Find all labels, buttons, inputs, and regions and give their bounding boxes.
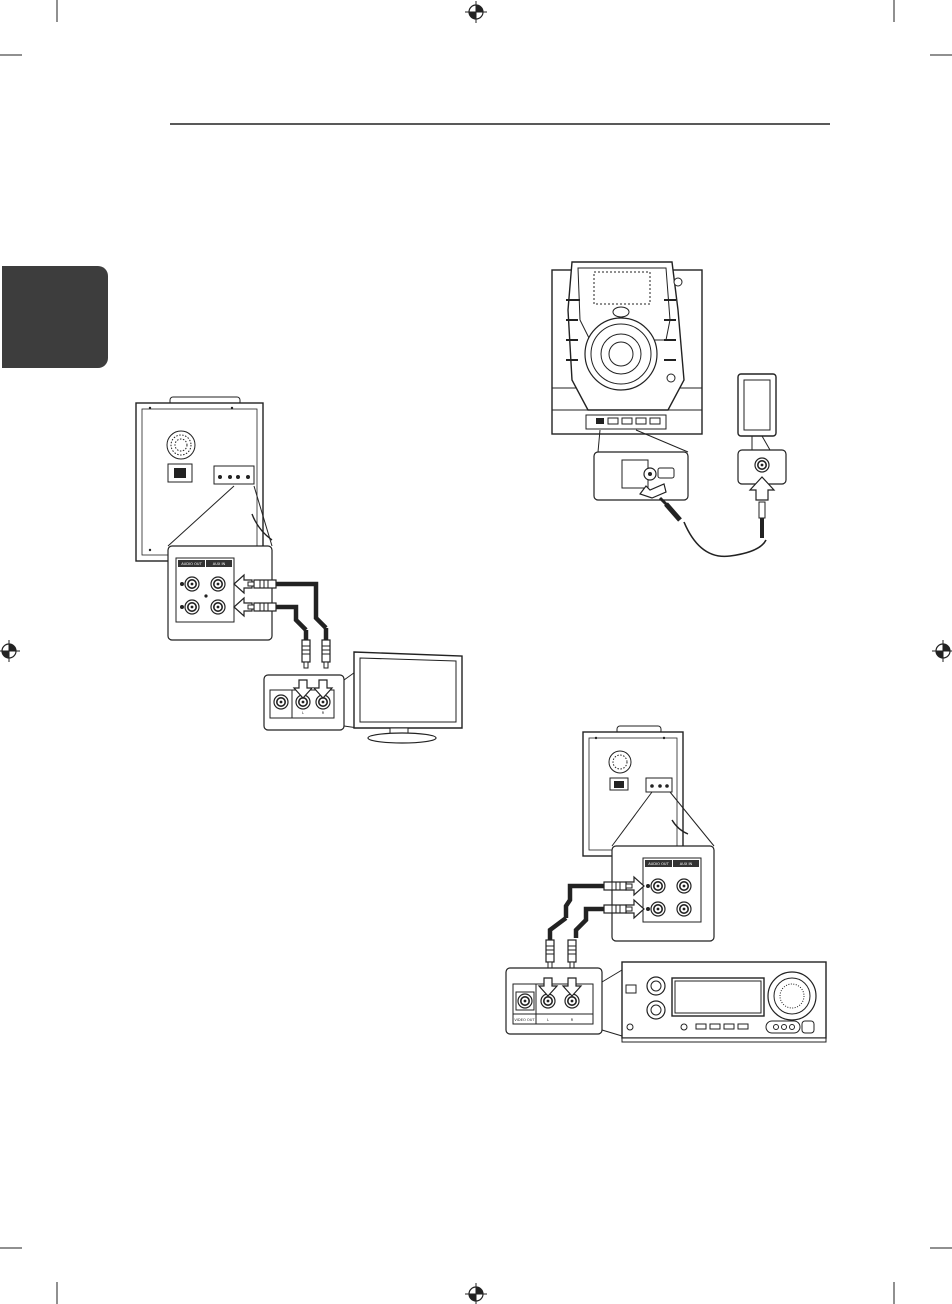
tv-fig-aux-in-label: AUX IN <box>213 562 226 566</box>
amp-jack-l-label: L <box>547 1018 549 1022</box>
tv-jack-l-label: L <box>302 711 304 715</box>
figure-amplifier-connection: AUDIO OUT AUX IN VIDEO OUT L R <box>506 726 826 1042</box>
registration-mark-bottom <box>465 1283 487 1304</box>
amp-fig-aux-in-label: AUX IN <box>680 862 693 866</box>
tv-fig-audio-out-label: AUDIO OUT <box>181 562 202 566</box>
registration-mark-right <box>932 640 952 662</box>
amp-video-out-label: VIDEO OUT <box>514 1018 535 1022</box>
registration-mark-left <box>0 640 20 662</box>
registration-mark-top <box>465 1 487 23</box>
figure-tv-connection: AUDIO OUT AUX IN L R <box>136 397 462 743</box>
figure-portable-player <box>552 262 786 556</box>
amp-fig-audio-out-label: AUDIO OUT <box>648 862 669 866</box>
